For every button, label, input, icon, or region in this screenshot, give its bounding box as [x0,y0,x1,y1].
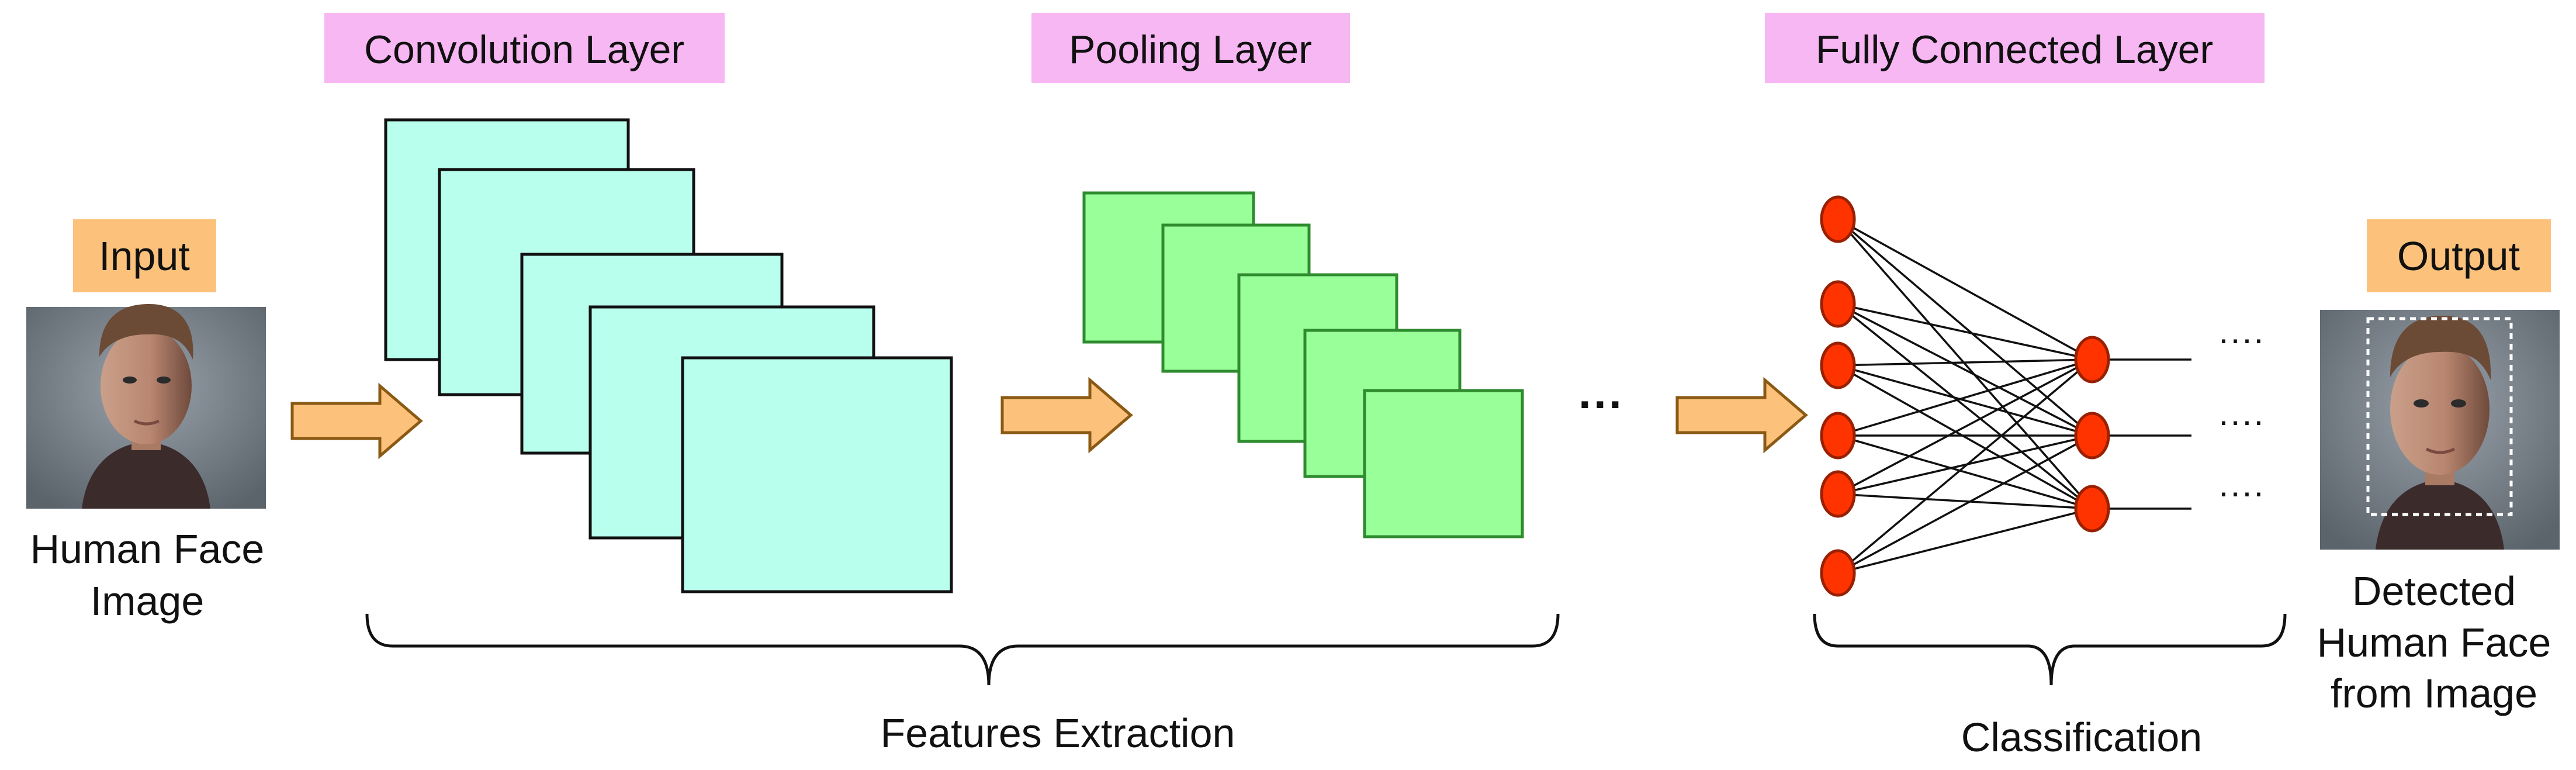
input-label-box [73,219,216,292]
fc-neurons [1820,195,2110,597]
fc-hidden-neuron-2 [2074,412,2110,460]
fc-connection-4-3 [1837,434,2093,510]
fc-connection-1-2 [1837,218,2093,437]
fc-connection-6-1 [1837,358,2093,574]
fc-connection-2-1 [1837,303,2093,361]
fc-connection-1-1 [1837,218,2093,361]
convolution-layer-label-text: Convolution Layer [364,27,684,72]
conv-feature-map-5 [681,356,953,593]
fc-connection-5-3 [1837,493,2093,510]
fc-output-dots-1: ···· [2218,319,2265,358]
fully-connected-layer-label: Fully Connected Layer [1765,13,2265,83]
fc-input-neuron-2 [1820,280,1856,328]
pooling-layer-label: Pooling Layer [1031,13,1350,83]
output-label-text: Output [2397,233,2520,279]
arrow-to-fully-connected [1675,377,1808,454]
pool-feature-map-5 [1363,389,1524,538]
fc-output-dots-2: ···· [2218,401,2265,440]
classification-label: Classification [1961,714,2202,760]
fc-connection-1-3 [1837,218,2093,510]
output-caption-line3: from Image [2331,671,2537,716]
convolution-layer-label-box [324,13,725,83]
fc-connection-2-3 [1837,303,2093,510]
output-section: Output Detected Human Face from Image [2317,219,2560,716]
arrow-conv-to-pool [1000,377,1133,454]
fc-input-neuron-3 [1820,341,1856,389]
fc-hidden-neuron-1 [2074,336,2110,384]
face-detection-box [2366,317,2513,516]
layer-ellipsis: ··· [1578,378,1624,430]
input-section: Input Human Face Image [26,219,266,624]
fc-connection-5-2 [1837,434,2093,495]
fc-input-neuron-6 [1820,549,1856,597]
fc-output-dots-3: ···· [2218,472,2265,512]
features-extraction-label: Features Extraction [881,710,1235,756]
fc-input-neuron-1 [1820,195,1856,243]
fc-input-neuron-5 [1820,470,1856,518]
output-face-image [2320,310,2560,550]
classification-brace [1813,613,2287,686]
fc-connection-6-3 [1837,507,2093,574]
fc-connection-6-2 [1837,434,2093,574]
convolution-feature-maps [384,118,953,593]
pooling-feature-maps [1082,191,1524,538]
features-extraction-brace [365,613,1560,686]
arrow-input-to-conv [290,382,423,460]
output-label-box [2367,219,2551,292]
input-caption-line1: Human Face [30,526,265,572]
fc-input-neuron-4 [1820,412,1856,460]
fully-connected-layer-label-box [1765,13,2265,83]
fc-connections [1837,218,2093,574]
input-face-image [26,304,266,509]
convolution-layer-label: Convolution Layer [324,13,725,83]
fc-connection-3-1 [1837,358,2093,367]
fc-connection-2-2 [1837,303,2093,437]
input-label-text: Input [99,233,190,279]
fc-connection-3-3 [1837,364,2093,510]
input-caption-line2: Image [91,578,205,624]
fc-connection-5-1 [1837,358,2093,495]
pooling-layer-label-box [1031,13,1350,83]
fc-connection-3-2 [1837,364,2093,437]
output-caption-line1: Detected [2352,568,2516,614]
pooling-layer-label-text: Pooling Layer [1069,27,1312,72]
fc-connection-4-1 [1837,358,2093,437]
fully-connected-network: ···· ···· ···· [1820,195,2265,597]
fc-hidden-neuron-3 [2074,485,2110,533]
output-caption-line2: Human Face [2317,620,2551,665]
fully-connected-layer-label-text: Fully Connected Layer [1816,27,2213,72]
